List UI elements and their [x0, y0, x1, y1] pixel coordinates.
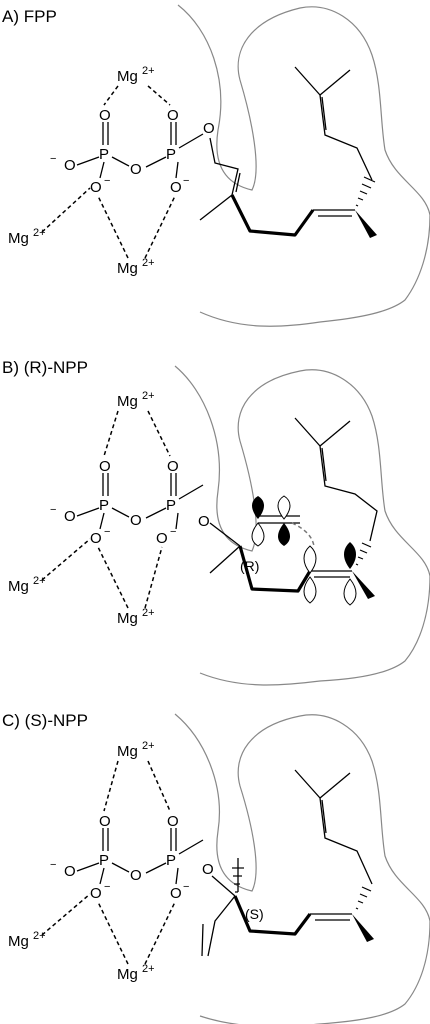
minus-sign: −: [50, 153, 56, 165]
svg-text:2+: 2+: [142, 390, 155, 402]
binding-pocket-outline-b: [174, 365, 430, 686]
svg-text:O: O: [167, 813, 179, 830]
svg-text:2+: 2+: [33, 575, 46, 587]
p-orbital-lobe: [252, 496, 264, 519]
binding-pocket-outline-a: [177, 4, 430, 327]
svg-text:−: −: [50, 504, 56, 516]
bridge-o: O: [130, 161, 142, 178]
svg-text:O: O: [90, 530, 102, 547]
p-atom-2b: P: [166, 497, 176, 514]
svg-text:O: O: [64, 863, 76, 880]
svg-text:O: O: [202, 861, 214, 878]
svg-text:O: O: [90, 885, 102, 902]
panel-a: A) FPP O O P P O − O O − O − O Mg 2+ Mg …: [2, 4, 430, 327]
svg-text:O: O: [170, 885, 182, 902]
svg-text:−: −: [104, 175, 110, 187]
svg-text:−: −: [50, 859, 56, 871]
mg-ion-top-c: Mg: [117, 743, 138, 760]
p-atom-2c: P: [166, 852, 176, 869]
panel-a-label: A) FPP: [2, 7, 57, 26]
svg-text:2+: 2+: [33, 227, 46, 239]
ester-o: O: [203, 120, 215, 137]
p-atom-2: P: [166, 146, 176, 163]
mg-ion-bottom-b: Mg: [117, 610, 138, 627]
svg-text:2+: 2+: [142, 257, 155, 269]
panel-b: B) (R)-NPP O O P P O − O O − O − O Mg 2+…: [2, 358, 430, 686]
oxo-o1: O: [99, 107, 111, 124]
svg-text:−: −: [183, 881, 189, 893]
o-minus-left: O: [64, 157, 76, 174]
svg-text:O: O: [99, 458, 111, 475]
o-minus-bottom2: O: [170, 179, 182, 196]
svg-text:−: −: [183, 175, 189, 187]
stereo-label-c: (S): [245, 906, 264, 922]
panel-b-label: B) (R)-NPP: [2, 358, 88, 377]
svg-text:O: O: [198, 513, 210, 530]
mg-ion-left: Mg: [8, 230, 29, 247]
svg-text:2+: 2+: [142, 65, 155, 77]
stereo-label-b: (R): [240, 558, 259, 574]
o-minus-bottom1: O: [90, 179, 102, 196]
svg-text:2+: 2+: [142, 607, 155, 619]
svg-text:O: O: [130, 867, 142, 884]
svg-text:2+: 2+: [142, 963, 155, 975]
p-atom-1: P: [99, 146, 109, 163]
svg-text:−: −: [104, 881, 110, 893]
mg-ion-left-b: Mg: [8, 578, 29, 595]
mg-ion-bottom: Mg: [117, 260, 138, 277]
svg-text:2+: 2+: [33, 930, 46, 942]
p-atom-1b: P: [99, 497, 109, 514]
svg-text:O: O: [99, 813, 111, 830]
mg-ion-left-c: Mg: [8, 933, 29, 950]
svg-text:O: O: [167, 458, 179, 475]
mg-ion-top: Mg: [117, 68, 138, 85]
oxo-o2: O: [167, 107, 179, 124]
svg-text:2+: 2+: [142, 740, 155, 752]
mg-ion-top-b: Mg: [117, 393, 138, 410]
svg-text:O: O: [156, 530, 168, 547]
svg-text:−: −: [104, 526, 110, 538]
panel-c-label: C) (S)-NPP: [2, 711, 88, 730]
svg-text:O: O: [130, 512, 142, 529]
panel-c: C) (S)-NPP O O P P O − O O − O − O Mg 2+…: [2, 711, 430, 1024]
mg-ion-bottom-c: Mg: [117, 966, 138, 983]
svg-text:O: O: [64, 508, 76, 525]
binding-pocket-outline-c: [174, 713, 430, 1024]
p-atom-1c: P: [99, 852, 109, 869]
svg-text:−: −: [170, 526, 176, 538]
